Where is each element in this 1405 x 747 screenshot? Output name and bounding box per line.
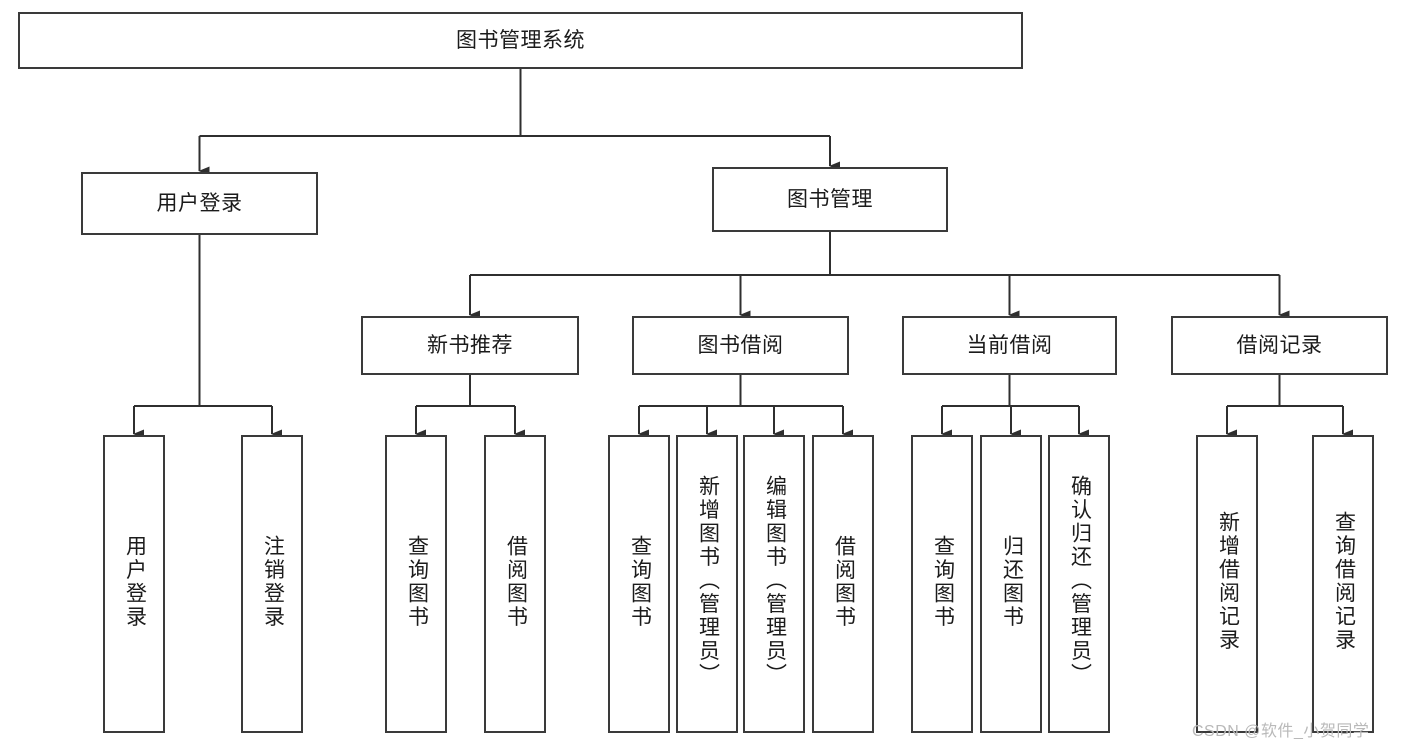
node-leaf-confirm-return: 确认归还（管理员） xyxy=(1048,435,1110,733)
node-borrow-record: 借阅记录 xyxy=(1171,316,1388,375)
node-label-leaf-return-book: 归还图书 xyxy=(1000,535,1024,629)
node-new-book-recommend: 新书推荐 xyxy=(361,316,579,375)
node-label-leaf-user-login: 用户登录 xyxy=(123,535,147,629)
node-leaf-user-logout: 注销登录 xyxy=(241,435,303,733)
node-leaf-query-book-1: 查询图书 xyxy=(385,435,447,733)
node-label-user-login: 用户登录 xyxy=(156,191,243,215)
node-label-book-manage: 图书管理 xyxy=(787,187,873,211)
node-label-borrow-record: 借阅记录 xyxy=(1236,333,1323,357)
node-label-leaf-query-book-2: 查询图书 xyxy=(628,535,652,629)
node-label-leaf-query-record: 查询借阅记录 xyxy=(1332,511,1356,652)
node-root: 图书管理系统 xyxy=(18,12,1023,69)
node-current-borrow: 当前借阅 xyxy=(902,316,1117,375)
node-leaf-borrow-book-2: 借阅图书 xyxy=(812,435,874,733)
node-leaf-return-book: 归还图书 xyxy=(980,435,1042,733)
node-label-leaf-edit-book: 编辑图书（管理员） xyxy=(763,475,787,687)
node-leaf-query-book-2: 查询图书 xyxy=(608,435,670,733)
node-book-manage: 图书管理 xyxy=(712,167,948,232)
node-label-leaf-query-book-3: 查询图书 xyxy=(931,535,955,629)
node-user-login: 用户登录 xyxy=(81,172,318,235)
node-label-leaf-query-book-1: 查询图书 xyxy=(405,535,429,629)
node-leaf-add-book: 新增图书（管理员） xyxy=(676,435,738,733)
node-leaf-borrow-book-1: 借阅图书 xyxy=(484,435,546,733)
node-label-leaf-confirm-return: 确认归还（管理员） xyxy=(1068,475,1092,687)
node-label-book-borrow: 图书借阅 xyxy=(697,333,784,357)
node-leaf-query-book-3: 查询图书 xyxy=(911,435,973,733)
node-label-leaf-borrow-book-2: 借阅图书 xyxy=(832,535,856,629)
node-book-borrow: 图书借阅 xyxy=(632,316,849,375)
tree-edges xyxy=(132,69,1353,439)
node-leaf-user-login: 用户登录 xyxy=(103,435,165,733)
node-leaf-add-record: 新增借阅记录 xyxy=(1196,435,1258,733)
node-label-leaf-user-logout: 注销登录 xyxy=(261,535,285,629)
node-leaf-query-record: 查询借阅记录 xyxy=(1312,435,1374,733)
node-label-current-borrow: 当前借阅 xyxy=(966,333,1053,357)
node-label-new-book-recommend: 新书推荐 xyxy=(427,333,513,357)
node-label-leaf-add-book: 新增图书（管理员） xyxy=(696,475,720,687)
node-label-leaf-borrow-book-1: 借阅图书 xyxy=(504,535,528,629)
node-label-root: 图书管理系统 xyxy=(456,28,585,52)
node-label-leaf-add-record: 新增借阅记录 xyxy=(1216,511,1240,652)
node-leaf-edit-book: 编辑图书（管理员） xyxy=(743,435,805,733)
